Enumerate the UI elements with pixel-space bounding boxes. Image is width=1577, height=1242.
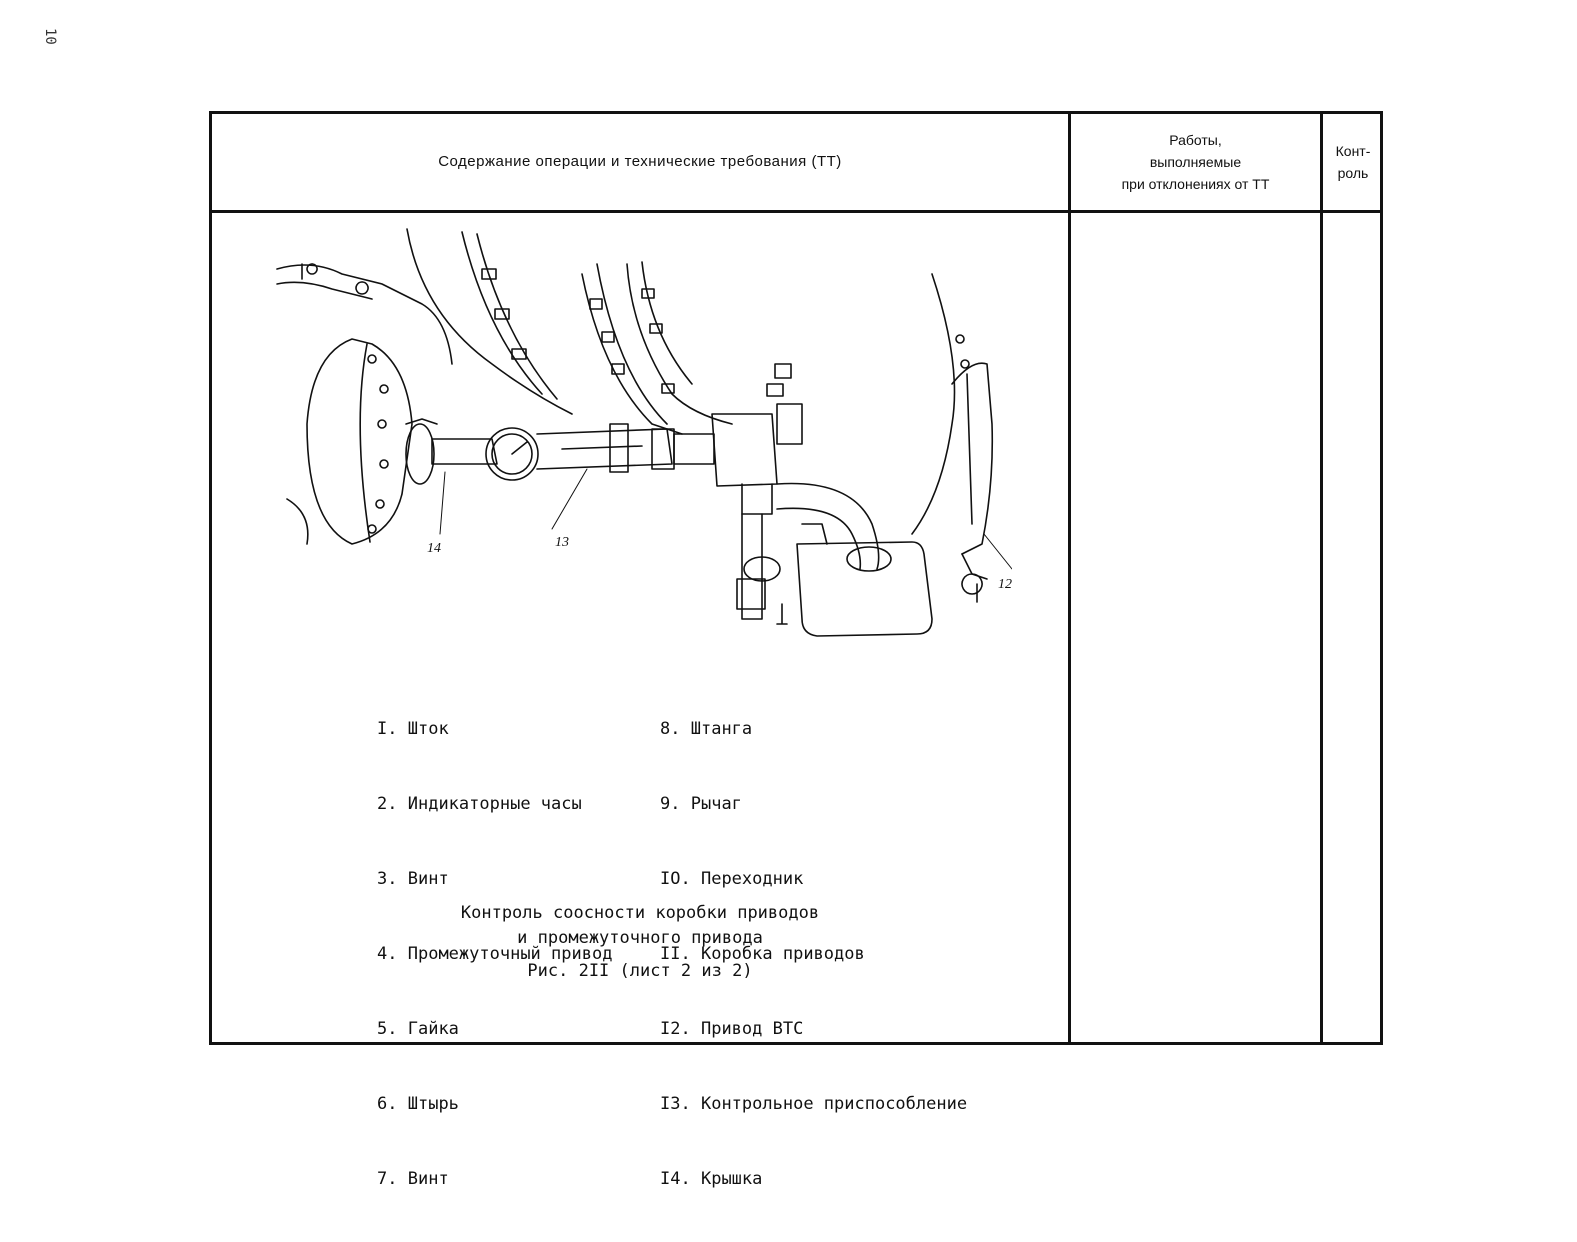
legend-item: 9. Рычаг: [660, 794, 742, 814]
legend-item: I4. Крышка: [660, 1169, 763, 1189]
callout-12: 12: [998, 577, 1012, 592]
operation-table: Содержание операции и технические требов…: [209, 111, 1383, 1189]
figure-caption-title: Контроль соосности коробки приводов: [460, 903, 820, 923]
legend-item: 7. Винт: [377, 1169, 449, 1189]
legend-item: IO. Переходник: [660, 869, 804, 889]
cover-bolt: [367, 354, 389, 534]
column-divider: [1068, 114, 1071, 1042]
legend-item: 5. Гайка: [377, 1019, 459, 1039]
figure-number: Рис. 2II (лист 2 из 2): [527, 961, 753, 981]
header-control-line1: Конт-: [1335, 143, 1371, 159]
header-deviation-line3: при отклонениях от ТТ: [1121, 176, 1270, 192]
header-deviation-line2: выполняемые: [1149, 154, 1242, 170]
legend-right: 8. Штанга 9. Рычаг IO. Переходник II. Ко…: [660, 667, 967, 1242]
callout-13: 13: [555, 535, 569, 550]
legend-left: I. Шток 2. Индикаторные часы 3. Винт 4. …: [377, 667, 612, 1242]
callout-14: 14: [427, 541, 441, 556]
header-control: Конт- роль: [1323, 114, 1383, 210]
legend-item: I. Шток: [377, 719, 449, 739]
column-divider: [1320, 114, 1323, 1042]
tank-outline: [796, 541, 933, 637]
header-operation-label: Содержание операции и технические требов…: [438, 153, 842, 170]
technical-drawing: 14 13 12: [276, 228, 1012, 637]
legend-item: 3. Винт: [377, 869, 449, 889]
legend-item: 6. Штырь: [377, 1094, 459, 1114]
frame-bolt: [481, 268, 527, 360]
legend-item: 8. Штанга: [660, 719, 753, 739]
header-deviation-works: Работы, выполняемые при отклонениях от Т…: [1071, 114, 1320, 210]
header-divider: [212, 210, 1380, 213]
indicator-dial: [485, 427, 539, 481]
figure-caption-subtitle: и промежуточного привода: [517, 928, 763, 948]
header-control-line2: роль: [1337, 165, 1369, 181]
legend-item: 2. Индикаторные часы: [377, 794, 582, 814]
legend-item: I2. Привод ВТС: [660, 1019, 804, 1039]
legend-item: 4. Промежуточный привод: [377, 944, 613, 964]
header-operation-content: Содержание операции и технические требов…: [212, 114, 1068, 210]
legend-item: I3. Контрольное приспособление: [660, 1094, 968, 1114]
frame-bolt: [589, 288, 675, 394]
header-deviation-line1: Работы,: [1169, 132, 1222, 148]
page-number: 10: [42, 28, 58, 45]
cover-outline: [306, 338, 413, 545]
legend-item: II. Коробка приводов: [660, 944, 865, 964]
